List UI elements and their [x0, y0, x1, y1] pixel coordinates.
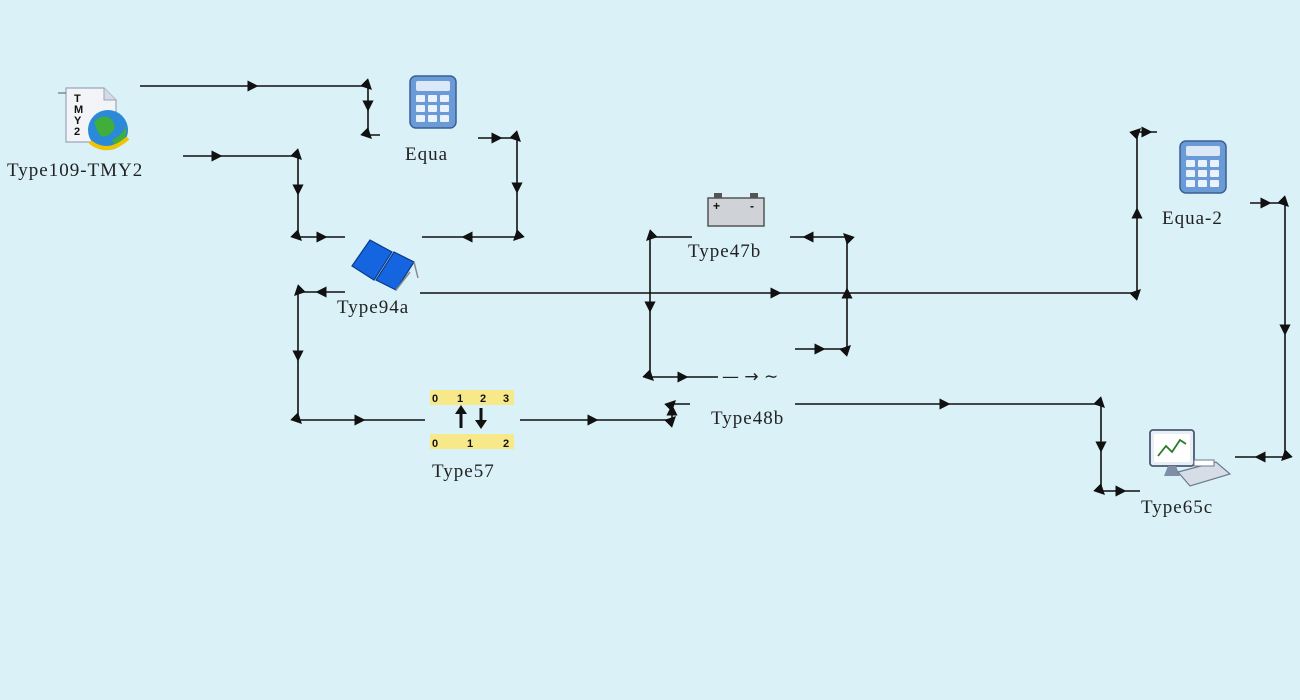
ruler-bottom-tick-2: 2 — [503, 438, 509, 450]
tmy2-weather-file-icon[interactable]: T M Y 2 — [58, 87, 130, 150]
label-equa: Equa — [405, 144, 449, 165]
ruler-top-tick-0: 0 — [432, 393, 438, 405]
battery-plus-terminal: + — [713, 199, 720, 213]
link-battery-inverter[interactable] — [642, 229, 718, 383]
ruler-bottom-tick-0: 0 — [432, 438, 438, 450]
online-plotter-icon[interactable] — [1149, 429, 1232, 487]
tmy2-letter-m: M — [74, 104, 83, 116]
label-type65c: Type65c — [1141, 497, 1214, 518]
unit-converter-icon[interactable]: 0 1 2 3 0 1 2 — [430, 390, 514, 450]
label-type57: Type57 — [432, 461, 495, 482]
link-pv-equa2[interactable] — [420, 126, 1157, 301]
battery-minus-terminal: - — [750, 199, 754, 213]
solar-panel-icon[interactable] — [351, 239, 419, 291]
label-type48b: Type48b — [711, 408, 785, 429]
link-converter-inverter[interactable] — [520, 400, 690, 428]
link-weather-equa[interactable] — [140, 78, 380, 139]
link-weather-pv[interactable] — [183, 148, 345, 243]
calculator-icon[interactable] — [409, 75, 457, 129]
link-inverter-printer[interactable] — [795, 396, 1140, 497]
link-pv-converter[interactable] — [290, 284, 425, 426]
tmy2-letter-y: Y — [74, 115, 82, 127]
ruler-top-tick-1: 1 — [457, 393, 463, 405]
ruler-bottom-tick-1: 1 — [467, 438, 473, 450]
calculator-icon[interactable] — [1179, 140, 1227, 194]
tmy2-letter-t: T — [74, 93, 81, 105]
label-type94a: Type94a — [337, 297, 410, 318]
battery-icon[interactable]: + - — [707, 193, 765, 227]
ruler-top-tick-2: 2 — [480, 393, 486, 405]
label-type109-tmy2: Type109-TMY2 — [7, 160, 144, 181]
link-inverter-battery[interactable] — [790, 231, 855, 357]
label-type47b: Type47b — [688, 241, 762, 262]
tmy2-letter-2: 2 — [74, 126, 80, 138]
inverter-icon[interactable]: — → ∼ — [722, 367, 778, 387]
ruler-top-tick-3: 3 — [503, 393, 509, 405]
link-equa2-printer[interactable] — [1235, 195, 1293, 463]
label-equa-2: Equa-2 — [1162, 208, 1223, 229]
link-equa-pv[interactable] — [422, 130, 525, 243]
